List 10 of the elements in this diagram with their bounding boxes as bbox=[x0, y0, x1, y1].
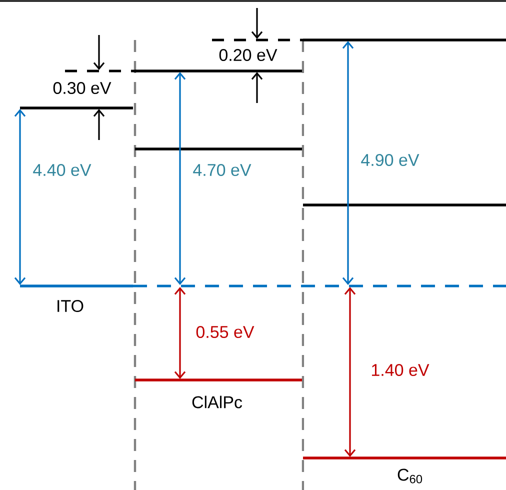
energy-value: 0.55 eV bbox=[196, 326, 254, 338]
gap-value: 0.20 eV bbox=[219, 48, 278, 62]
energy-value: 4.90 eV bbox=[361, 154, 420, 166]
gap-value: 0.30 eV bbox=[53, 82, 112, 94]
energy-value: 1.40 eV bbox=[372, 364, 430, 376]
energy-value: 4.40 eV bbox=[33, 164, 92, 176]
material-name: ClAlPc bbox=[192, 396, 242, 408]
material-name: ITO bbox=[58, 300, 84, 312]
material-name: C$_{60}$ bbox=[398, 468, 422, 484]
energy-value: 4.70 eV bbox=[193, 164, 252, 176]
